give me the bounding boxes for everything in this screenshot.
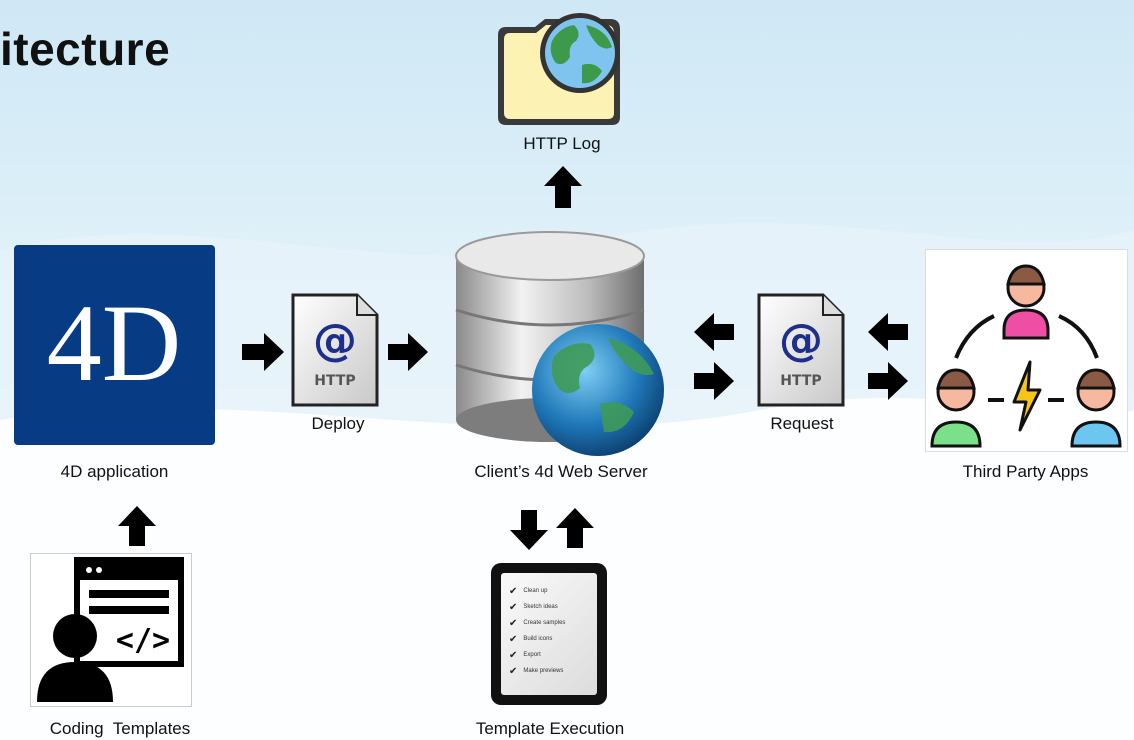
arrow-up-icon bbox=[118, 506, 156, 546]
svg-text:</>: </> bbox=[116, 623, 170, 658]
arrow-right-icon bbox=[388, 333, 428, 371]
checklist-item-label: Create samples bbox=[523, 620, 566, 626]
checkmark-icon: ✔ bbox=[509, 601, 518, 613]
template-execution-checklist: ✔ Clean up ✔ Sketch ideas ✔ Create samples ✔ Bu… bbox=[491, 563, 607, 705]
http-document-icon: @ HTTP bbox=[291, 293, 379, 407]
checkmark-icon: ✔ bbox=[509, 585, 518, 597]
request-label: Request bbox=[770, 414, 834, 433]
arrow-right-icon bbox=[242, 333, 284, 371]
checklist-item-label: Export bbox=[523, 652, 541, 658]
arrow-right-icon bbox=[694, 362, 734, 400]
deploy-label: Deploy bbox=[311, 414, 365, 433]
svg-text:HTTP: HTTP bbox=[314, 373, 355, 389]
checklist-paper: ✔ Clean up ✔ Sketch ideas ✔ Create samples ✔ Bu… bbox=[501, 573, 597, 695]
person-pink-icon bbox=[1002, 264, 1050, 340]
checklist-item: ✔ Make previews bbox=[509, 663, 597, 679]
checkmark-icon: ✔ bbox=[509, 633, 518, 645]
checkmark-icon: ✔ bbox=[509, 665, 518, 677]
third-party-apps-icon bbox=[925, 249, 1128, 452]
checklist-item: ✔ Sketch ideas bbox=[509, 599, 597, 615]
person-blue-icon bbox=[1070, 368, 1122, 448]
app-4d-logo: 4D bbox=[14, 245, 215, 445]
coding-templates-icon: </> bbox=[30, 553, 192, 707]
checklist-item: ✔ Export bbox=[509, 647, 597, 663]
third-party-label: Third Party Apps bbox=[962, 462, 1089, 481]
checklist-item: ✔ Create samples bbox=[509, 615, 597, 631]
page-title: itecture bbox=[0, 23, 171, 75]
checklist-item-label: Clean up bbox=[523, 588, 548, 594]
template-execution-label: Template Execution bbox=[475, 719, 625, 738]
checkmark-icon: ✔ bbox=[509, 617, 518, 629]
http-log-node bbox=[490, 5, 630, 130]
request-http-document: @ HTTP bbox=[757, 293, 845, 407]
svg-text:@: @ bbox=[779, 315, 823, 366]
checkmark-icon: ✔ bbox=[509, 649, 518, 661]
http-document-icon: @ HTTP bbox=[757, 293, 845, 407]
checklist-item-label: Build icons bbox=[523, 636, 553, 642]
arrow-down-icon bbox=[510, 510, 548, 550]
arrow-left-icon bbox=[694, 313, 734, 351]
arrow-up-icon bbox=[556, 508, 594, 548]
http-log-label: HTTP Log bbox=[523, 134, 601, 153]
logo-4d-text: 4D bbox=[47, 282, 181, 404]
deploy-http-document: @ HTTP bbox=[291, 293, 379, 407]
app-4d-label: 4D application bbox=[60, 462, 169, 481]
checklist-item: ✔ Build icons bbox=[509, 631, 597, 647]
folder-globe-icon bbox=[498, 13, 620, 125]
arrow-right-icon bbox=[868, 362, 908, 400]
arrow-left-icon bbox=[868, 313, 908, 351]
coding-templates-label: Coding Templates bbox=[49, 719, 191, 738]
checklist-item: ✔ Clean up bbox=[509, 583, 597, 599]
checklist-item-label: Make previews bbox=[523, 668, 564, 674]
web-server-label: Client’s 4d Web Server bbox=[474, 462, 648, 481]
person-green-icon bbox=[930, 368, 982, 448]
web-server-database-icon bbox=[450, 228, 670, 460]
svg-text:@: @ bbox=[313, 315, 357, 366]
arrow-up-icon bbox=[544, 166, 582, 208]
checklist-item-label: Sketch ideas bbox=[523, 604, 558, 610]
svg-text:HTTP: HTTP bbox=[780, 373, 821, 389]
